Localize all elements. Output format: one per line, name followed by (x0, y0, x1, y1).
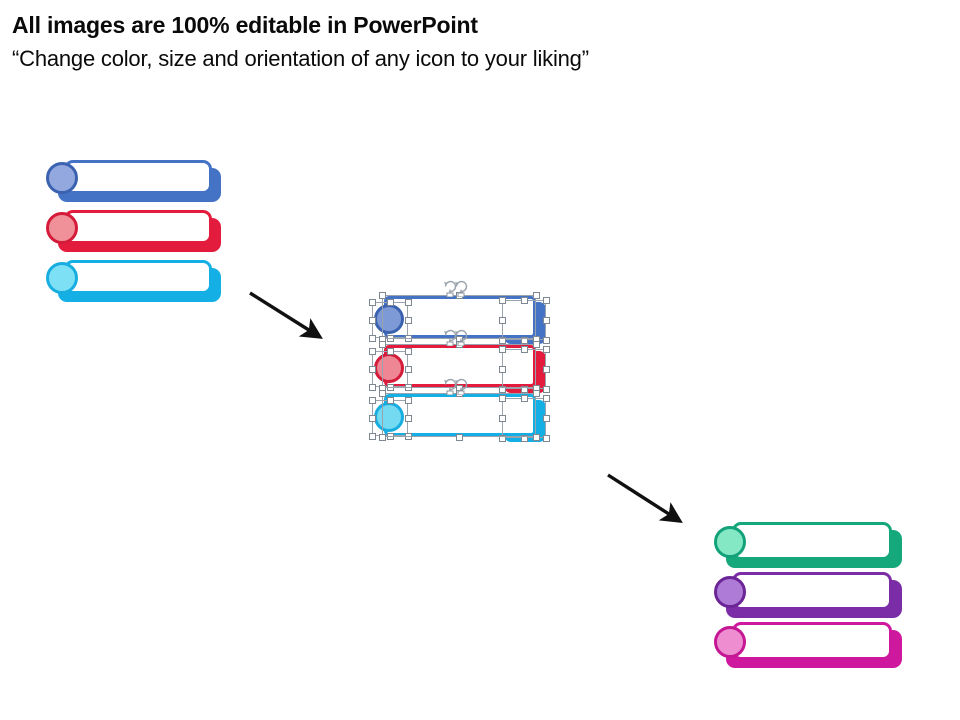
resize-handle[interactable] (368, 334, 376, 342)
bar-bullet-icon[interactable] (374, 304, 404, 334)
resize-handle[interactable] (498, 434, 506, 442)
flow-arrow-top (249, 291, 323, 339)
bar-text-panel[interactable] (64, 160, 212, 194)
resize-handle[interactable] (378, 433, 386, 441)
bar-text-panel[interactable] (64, 210, 212, 244)
resize-handle[interactable] (520, 385, 528, 393)
rotate-handle-icon[interactable] (441, 375, 463, 395)
resize-handle[interactable] (386, 396, 394, 404)
resize-handle[interactable] (368, 396, 376, 404)
bar-bullet-icon[interactable] (714, 526, 746, 558)
resize-handle[interactable] (498, 365, 506, 373)
resize-handle[interactable] (368, 298, 376, 306)
resize-handle[interactable] (542, 336, 550, 344)
bar-bullet-icon[interactable] (714, 576, 746, 608)
resize-handle[interactable] (498, 394, 506, 402)
bar-row[interactable] (46, 260, 221, 302)
resize-handle[interactable] (532, 291, 540, 299)
selection-outline-panel (382, 393, 536, 437)
bar-bullet-icon[interactable] (46, 212, 78, 244)
bar-bullet-icon[interactable] (374, 402, 404, 432)
rotate-handle-icon[interactable] (441, 277, 463, 297)
resize-handle[interactable] (404, 414, 412, 422)
resize-handle[interactable] (542, 394, 550, 402)
resize-handle[interactable] (498, 385, 506, 393)
rotate-handle-icon[interactable] (441, 326, 463, 346)
bar-text-panel[interactable] (732, 572, 892, 610)
bar-text-panel[interactable] (732, 622, 892, 660)
flow-arrow-bottom (607, 473, 683, 523)
resize-handle[interactable] (532, 433, 540, 441)
resize-handle[interactable] (368, 383, 376, 391)
bar-text-panel[interactable] (64, 260, 212, 294)
resize-handle[interactable] (520, 336, 528, 344)
resize-handle[interactable] (498, 414, 506, 422)
resize-handle[interactable] (532, 389, 540, 397)
resize-handle[interactable] (386, 347, 394, 355)
resize-handle[interactable] (542, 316, 550, 324)
resize-handle[interactable] (368, 316, 376, 324)
bar-bullet-icon[interactable] (714, 626, 746, 658)
resize-handle[interactable] (404, 298, 412, 306)
resize-handle[interactable] (498, 316, 506, 324)
resize-handle[interactable] (520, 345, 528, 353)
bar-row[interactable] (714, 622, 902, 668)
resize-handle[interactable] (532, 340, 540, 348)
original-bars-group[interactable] (46, 160, 221, 302)
resize-handle[interactable] (404, 396, 412, 404)
resize-handle[interactable] (378, 389, 386, 397)
recolored-bars-group[interactable] (714, 522, 904, 668)
resize-handle[interactable] (542, 434, 550, 442)
rotate-handle-icon[interactable] (452, 375, 474, 395)
resize-handle[interactable] (368, 414, 376, 422)
resize-handle[interactable] (455, 433, 463, 441)
resize-handle[interactable] (386, 298, 394, 306)
selected-bars-group[interactable] (366, 280, 556, 471)
bar-row[interactable] (714, 522, 902, 568)
resize-handle[interactable] (520, 434, 528, 442)
resize-handle[interactable] (368, 432, 376, 440)
bar-row[interactable] (714, 572, 902, 618)
resize-handle[interactable] (542, 414, 550, 422)
resize-handle[interactable] (542, 365, 550, 373)
resize-handle[interactable] (404, 316, 412, 324)
resize-handle[interactable] (520, 296, 528, 304)
resize-handle[interactable] (378, 340, 386, 348)
resize-handle[interactable] (520, 394, 528, 402)
resize-handle[interactable] (378, 291, 386, 299)
resize-handle[interactable] (404, 365, 412, 373)
resize-handle[interactable] (498, 296, 506, 304)
bar-bullet-icon[interactable] (374, 353, 404, 383)
bar-row[interactable] (46, 160, 221, 202)
rotate-handle-icon[interactable] (452, 277, 474, 297)
bar-bullet-icon[interactable] (46, 162, 78, 194)
resize-handle[interactable] (542, 345, 550, 353)
rotate-handle-icon[interactable] (452, 326, 474, 346)
resize-handle[interactable] (368, 365, 376, 373)
resize-handle[interactable] (542, 385, 550, 393)
resize-handle[interactable] (498, 336, 506, 344)
resize-handle[interactable] (498, 345, 506, 353)
page-title: All images are 100% editable in PowerPoi… (12, 12, 478, 38)
bar-row[interactable] (46, 210, 221, 252)
resize-handle[interactable] (542, 296, 550, 304)
resize-handle[interactable] (368, 347, 376, 355)
bar-bullet-icon[interactable] (46, 262, 78, 294)
resize-handle[interactable] (404, 347, 412, 355)
page-subtitle: “Change color, size and orientation of a… (12, 46, 589, 71)
bar-text-panel[interactable] (732, 522, 892, 560)
